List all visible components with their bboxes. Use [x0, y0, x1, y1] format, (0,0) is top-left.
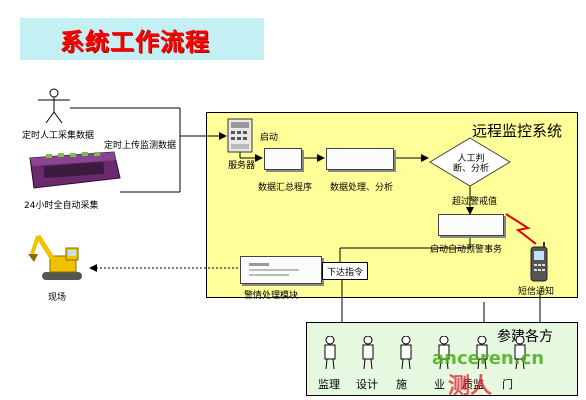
watermark-text: anceren.cn	[432, 348, 545, 369]
command-label: 下达指令	[327, 268, 364, 278]
processing-label: 数据处理、分析	[330, 183, 394, 193]
command-box: 下达指令	[322, 262, 368, 280]
role-label: 设计	[356, 378, 378, 391]
person-icon	[34, 88, 74, 124]
site-label: 现场	[48, 293, 67, 303]
page-title: 系统工作流程	[60, 28, 210, 56]
acquisition-device-icon	[24, 150, 124, 192]
role-label: 施	[396, 378, 407, 391]
start-label: 启动	[260, 133, 279, 143]
parties-figures	[316, 335, 556, 370]
role-label: 质监	[462, 378, 484, 391]
parties-panel-title: 参建各方	[497, 329, 553, 345]
exceed-label: 超过警戒值	[452, 197, 498, 207]
summary-program-module	[264, 148, 302, 170]
summary-program-label: 数据汇总程序	[258, 183, 313, 193]
judgement-diamond	[429, 137, 511, 187]
role-label: 业	[434, 378, 445, 391]
manual-collection-label: 定时人工采集数据	[22, 131, 95, 141]
role-label: 监理	[318, 378, 340, 391]
mobile-phone-icon	[528, 242, 550, 282]
auto-collection-label: 24小时全自动采集	[24, 201, 99, 211]
alarm-handling-label: 警情处理模块	[244, 291, 299, 301]
upload-label: 定时上传监测数据	[104, 141, 177, 151]
remote-panel-title: 远程监控系统	[472, 122, 563, 140]
title-banner	[20, 18, 264, 60]
processing-module	[326, 148, 394, 170]
sms-label: 短信通知	[518, 287, 555, 297]
alarm-handling-module	[240, 256, 322, 284]
warning-module	[438, 214, 504, 236]
server-label: 服务器	[228, 161, 256, 171]
signal-lightning-icon	[505, 213, 537, 245]
server-icon	[226, 118, 256, 154]
excavator-icon	[28, 232, 90, 282]
warning-label: 启动自动预警事务	[430, 245, 503, 255]
watermark-logo-text: 测人	[448, 374, 493, 399]
judgement-label: 人工判断、分析	[452, 154, 489, 174]
role-label: 门	[502, 378, 513, 391]
